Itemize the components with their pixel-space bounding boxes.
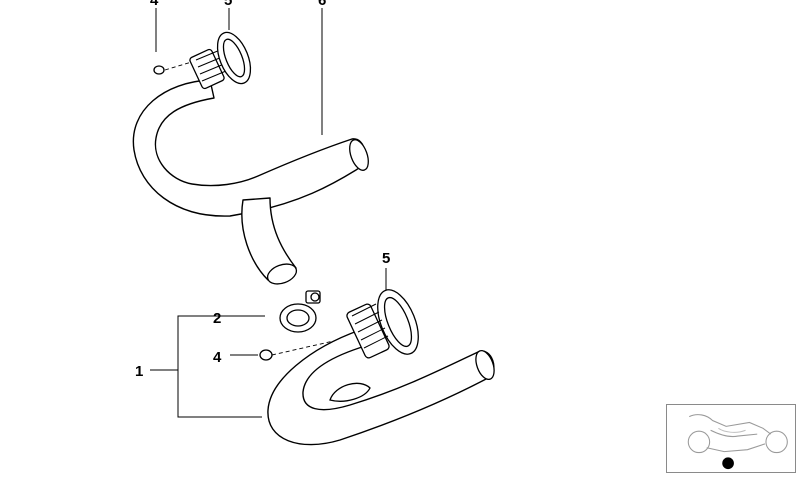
bracket-1	[177, 315, 262, 418]
lower-hose-assembly: 1 2 4 5	[135, 250, 495, 446]
upper-clamp	[189, 48, 227, 90]
callout-1[interactable]: 1	[135, 363, 143, 380]
lower-plug	[259, 349, 273, 361]
vehicle-thumbnail[interactable]	[666, 404, 796, 473]
upper-hose	[132, 79, 366, 217]
callout-4[interactable]: 4	[213, 349, 222, 366]
callout-5[interactable]: 5	[382, 250, 390, 267]
location-marker-icon	[722, 457, 734, 470]
lower-hose-clamp	[346, 303, 390, 359]
upper-hose-end	[349, 139, 369, 171]
lower-hose-loop	[329, 382, 371, 402]
upper-plug	[153, 65, 165, 75]
callout-top-5[interactable]: 5	[224, 0, 232, 9]
callout-2[interactable]: 2	[213, 310, 221, 327]
dashed-axis-bottom	[271, 334, 361, 356]
lower-hose-end	[475, 349, 495, 381]
upper-hose-assembly: 4 5 6	[132, 0, 369, 285]
lower-clamp	[279, 290, 321, 333]
branch-hose-end	[266, 263, 298, 285]
callout-top-4[interactable]: 4	[150, 0, 159, 9]
motorcycle-icon	[687, 414, 788, 470]
lower-o-ring-inner	[383, 296, 413, 348]
callout-top-6[interactable]: 6	[318, 0, 326, 9]
upper-o-ring-inner	[222, 38, 246, 78]
